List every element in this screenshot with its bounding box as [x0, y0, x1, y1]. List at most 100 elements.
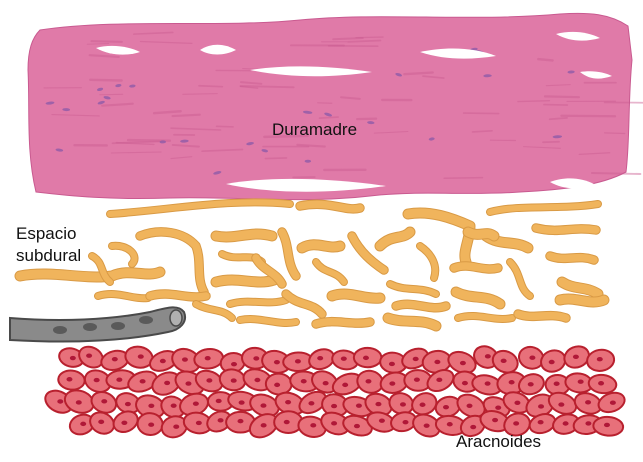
arachnoid-cell: [588, 373, 617, 394]
subdural-fiber-body: [536, 228, 596, 230]
arachnoid-cell-nucleus: [375, 402, 381, 406]
arachnoid-cell-nucleus: [554, 382, 560, 386]
arachnoid-cell-nucleus: [529, 356, 535, 360]
label-subdural-space-line1: Espacio: [16, 224, 76, 244]
arachnoid-cell-nucleus: [116, 378, 122, 382]
arachnoid-cell-nucleus: [205, 356, 211, 360]
subdural-fiber-body: [302, 245, 340, 248]
arachnoid-cell-nucleus: [597, 357, 603, 361]
arachnoid-cell-nucleus: [578, 380, 584, 384]
subdural-fiber-body: [150, 294, 206, 297]
arachnoid-cell-nucleus: [514, 401, 520, 405]
arachnoid-cell-nucleus: [239, 400, 245, 404]
dura-fiber-streak: [605, 133, 625, 134]
arachnoid-cell-nucleus: [308, 401, 314, 405]
arachnoid-cell-nucleus: [443, 405, 449, 409]
subdural-fiber: [332, 294, 380, 298]
subdural-fiber-body: [454, 266, 498, 269]
arachnoid-cell-nucleus: [402, 420, 408, 424]
arachnoid-cell-nucleus: [57, 399, 63, 403]
subdural-fiber-body: [518, 314, 566, 318]
arachnoid-cell-nucleus: [112, 357, 118, 361]
arachnoid-cell-nucleus: [538, 420, 544, 424]
arachnoid-cell-nucleus: [563, 421, 569, 425]
arachnoid-cell-nucleus: [231, 378, 237, 382]
arachnoid-cell-nucleus: [274, 360, 280, 364]
arachnoid-cell-nucleus: [528, 382, 534, 386]
subdural-fiber-body: [230, 300, 286, 304]
arachnoid-cell-nucleus: [414, 377, 420, 381]
dura-fiber-streak: [518, 101, 550, 102]
arachnoid-cell-nucleus: [295, 359, 301, 363]
subdural-fiber-body: [562, 282, 598, 294]
arachnoid-cell-nucleus: [447, 422, 453, 426]
dura-fiber-streak: [173, 115, 200, 116]
subdural-fiber-body: [468, 232, 494, 236]
subdural-fiber: [562, 282, 598, 294]
arachnoid-cell-nucleus: [76, 400, 82, 404]
arachnoid-cell-nucleus: [342, 383, 348, 387]
vessel-blood-cell: [111, 322, 125, 330]
arachnoid-layer: [42, 342, 628, 442]
subdural-fiber-body: [560, 299, 604, 302]
subdural-fiber: [300, 204, 360, 209]
arachnoid-cell-nucleus: [460, 361, 466, 365]
arachnoid-cell-nucleus: [274, 383, 280, 387]
arachnoid-cell-nucleus: [400, 402, 406, 406]
arachnoid-cell-nucleus: [434, 360, 440, 364]
subdural-fiber: [140, 232, 204, 292]
arachnoid-cell-nucleus: [160, 359, 166, 363]
subdural-fiber: [316, 262, 344, 282]
arachnoid-cell-nucleus: [94, 378, 100, 382]
dura-nucleus: [305, 160, 311, 163]
dura-mater-layer: [28, 13, 643, 199]
arachnoid-cell-nucleus: [389, 362, 395, 366]
dura-fiber-streak: [592, 173, 640, 174]
arachnoid-cell-nucleus: [413, 357, 419, 361]
arachnoid-cell-nucleus: [121, 421, 127, 425]
subdural-fiber: [518, 314, 566, 318]
subdural-fiber-body: [420, 246, 435, 278]
arachnoid-cell-nucleus: [70, 356, 76, 360]
subdural-fiber-body: [458, 316, 512, 319]
blood-vessel: [10, 307, 185, 341]
subdural-fiber: [454, 266, 498, 269]
subdural-fiber: [420, 246, 435, 278]
arachnoid-cell-nucleus: [173, 425, 179, 429]
dura-fiber-streak: [183, 94, 217, 95]
arachnoid-cell-nucleus: [585, 421, 591, 425]
arachnoid-cell-nucleus: [467, 404, 473, 408]
arachnoid-cell-nucleus: [66, 377, 72, 381]
arachnoid-cell-nucleus: [323, 381, 329, 385]
subdural-fiber: [456, 292, 500, 304]
arachnoid-cell-nucleus: [285, 400, 291, 404]
dura-fiber-streak: [473, 131, 492, 132]
arachnoid-cell-nucleus: [492, 418, 498, 422]
dura-fiber-streak: [545, 96, 579, 97]
arachnoid-cell-nucleus: [148, 404, 154, 408]
subdural-fiber: [316, 322, 370, 324]
arachnoid-cell-nucleus: [365, 379, 371, 383]
arachnoid-cell-nucleus: [140, 379, 146, 383]
arachnoid-cell-nucleus: [148, 423, 154, 427]
arachnoid-cell-nucleus: [261, 423, 267, 427]
subdural-fiber-body: [396, 304, 446, 307]
arachnoid-cell-nucleus: [354, 424, 360, 428]
arachnoid-cell-nucleus: [585, 400, 591, 404]
arachnoid-cell-nucleus: [231, 362, 237, 366]
arachnoid-cell-nucleus: [193, 401, 199, 405]
arachnoid-cell-nucleus: [218, 418, 224, 422]
subdural-fiber-body: [316, 262, 344, 282]
arachnoid-cell-nucleus: [558, 402, 564, 406]
arachnoid-cell-nucleus: [424, 423, 430, 427]
subdural-fiber: [110, 202, 290, 214]
arachnoid-cell: [57, 369, 85, 391]
arachnoid-cell: [593, 416, 624, 437]
arachnoid-cell-nucleus: [254, 378, 260, 382]
arachnoid-cell-nucleus: [341, 356, 347, 360]
arachnoid-cell-nucleus: [485, 381, 491, 385]
arachnoid-cell-nucleus: [253, 356, 259, 360]
arachnoid-cell-nucleus: [206, 378, 212, 382]
arachnoid-cell-nucleus: [182, 357, 188, 361]
subdural-fiber-body: [332, 294, 380, 298]
